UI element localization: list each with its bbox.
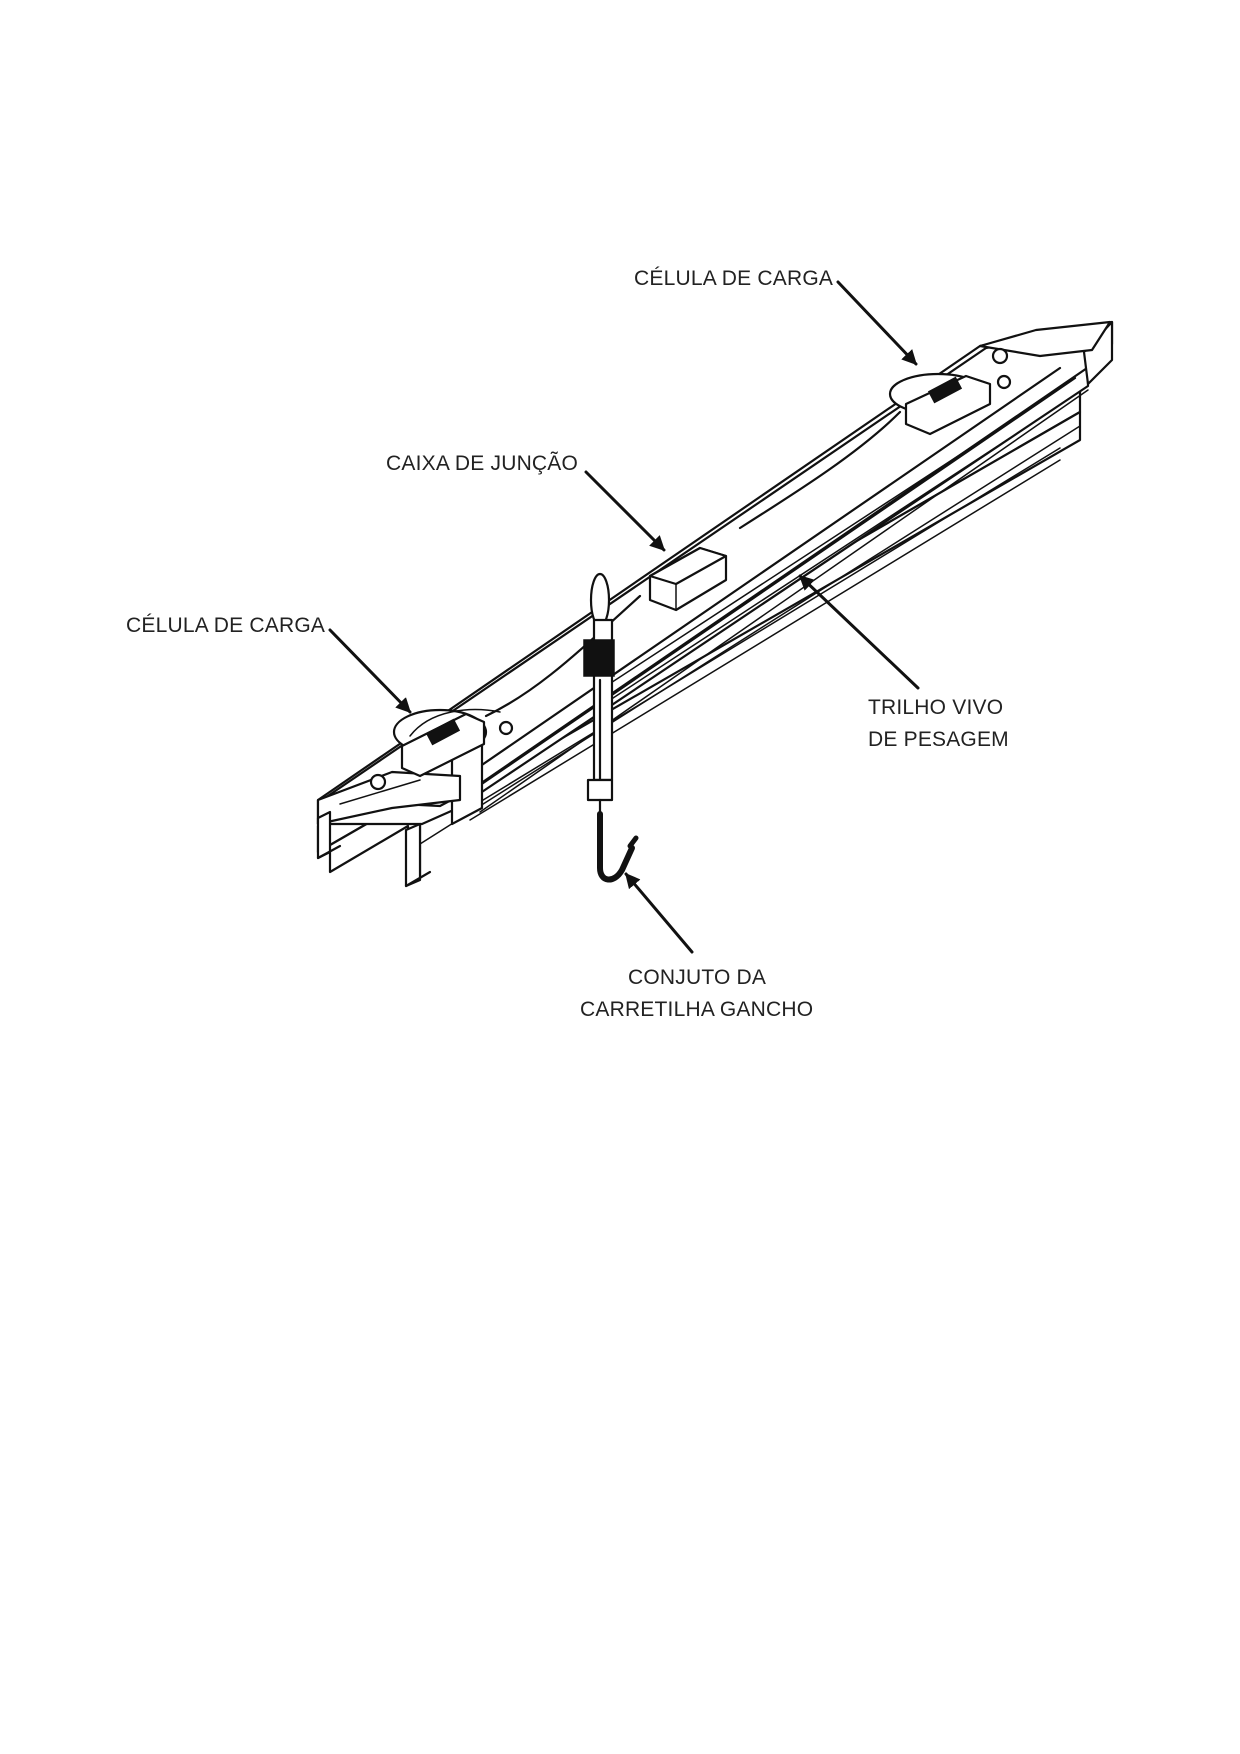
arrow-live-rail bbox=[798, 574, 920, 690]
channel-legs bbox=[316, 810, 432, 888]
cable-left bbox=[484, 594, 642, 718]
cable-right bbox=[738, 410, 902, 530]
arrow-trolley-hook bbox=[624, 872, 694, 954]
arrow-load-cell-top bbox=[836, 280, 918, 366]
label-junction-box: CAIXA DE JUNÇÃO bbox=[386, 451, 578, 475]
arrow-junction-box bbox=[584, 470, 666, 552]
load-cell-right bbox=[888, 347, 1012, 436]
label-load-cell-top: CÉLULA DE CARGA bbox=[634, 267, 833, 290]
callout-labels: CÉLULA DE CARGA CAIXA DE JUNÇÃO CÉLULA D… bbox=[126, 267, 1009, 1021]
callout-arrows bbox=[328, 280, 920, 954]
label-trolley-line1: CONJUTO DA bbox=[628, 966, 766, 989]
label-load-cell-left: CÉLULA DE CARGA bbox=[126, 614, 325, 637]
rail-assembly-drawing bbox=[316, 320, 1114, 888]
trolley-hook-assembly bbox=[583, 572, 639, 883]
label-trolley-line2: CARRETILHA GANCHO bbox=[580, 998, 813, 1021]
label-live-rail-line2: DE PESAGEM bbox=[868, 728, 1009, 751]
arrow-load-cell-left bbox=[328, 628, 412, 714]
load-cell-left bbox=[369, 708, 514, 791]
label-live-rail-line1: TRILHO VIVO bbox=[868, 696, 1003, 719]
junction-box bbox=[648, 546, 728, 612]
